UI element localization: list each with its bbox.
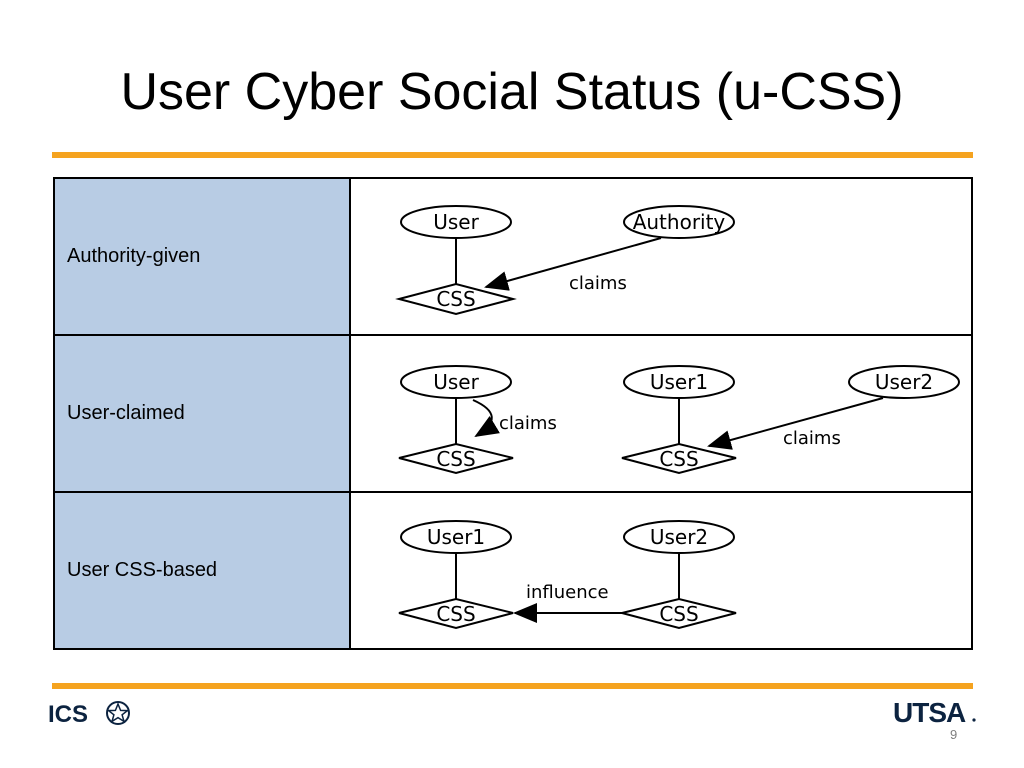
svg-text:CSS: CSS [436, 602, 475, 626]
svg-text:User: User [433, 210, 479, 234]
edge-label-claims: claims [499, 413, 557, 434]
css-types-table: Authority-given User CSS [53, 177, 973, 650]
diagram-user-css-based: User1 CSS User2 CSS influence [349, 491, 973, 650]
node-user2: User2 [848, 365, 960, 399]
page-number: 9 [950, 727, 958, 742]
top-divider [52, 152, 973, 158]
star-badge-icon [106, 701, 130, 725]
edge-label-influence: influence [526, 582, 609, 603]
svg-text:Authority: Authority [633, 210, 726, 234]
row-label-user-css-based: User CSS-based [53, 491, 351, 650]
node-user1: User1 [400, 520, 512, 554]
svg-text:UTSA: UTSA [893, 698, 966, 726]
edge-claims-arrow [484, 237, 662, 291]
bottom-divider [52, 683, 973, 689]
node-user: User [400, 365, 512, 399]
slide-title: User Cyber Social Status (u-CSS) [120, 63, 904, 121]
node-user1: User1 [623, 365, 735, 399]
table-row: User CSS-based User1 CSS [53, 491, 973, 650]
self-claims-arrow [472, 399, 500, 438]
row-label-authority-given: Authority-given [53, 177, 351, 336]
svg-text:CSS: CSS [436, 447, 475, 471]
svg-text:CSS: CSS [659, 447, 698, 471]
svg-text:CSS: CSS [659, 602, 698, 626]
svg-text:User2: User2 [875, 370, 933, 394]
node-user: User [400, 205, 512, 239]
ics-logo: ICS [48, 700, 138, 733]
utsa-logo: UTSA [893, 697, 977, 731]
node-css: CSS [395, 282, 517, 316]
node-css-right: CSS [621, 597, 737, 630]
svg-text:User2: User2 [650, 525, 708, 549]
node-user2: User2 [623, 520, 735, 554]
node-authority: Authority [623, 205, 735, 239]
row-label-user-claimed: User-claimed [53, 334, 351, 493]
node-css-user1: CSS [621, 442, 737, 475]
edge-claims-arrow [707, 397, 884, 450]
table-row: Authority-given User CSS [53, 177, 973, 336]
svg-text:User1: User1 [650, 370, 708, 394]
node-css: CSS [398, 442, 514, 475]
edge-label-claims: claims [569, 273, 627, 294]
svg-text:ICS: ICS [48, 701, 88, 728]
table-row: User-claimed User CSS [53, 334, 973, 493]
svg-text:CSS: CSS [436, 287, 475, 311]
svg-text:User1: User1 [427, 525, 485, 549]
diagram-user-claimed: User CSS claims User1 CSS [349, 334, 973, 493]
edge-label-claims-2: claims [783, 428, 841, 449]
diagram-authority-given: User CSS Authority claims [349, 177, 973, 336]
svg-text:User: User [433, 370, 479, 394]
node-css-left: CSS [398, 597, 514, 630]
